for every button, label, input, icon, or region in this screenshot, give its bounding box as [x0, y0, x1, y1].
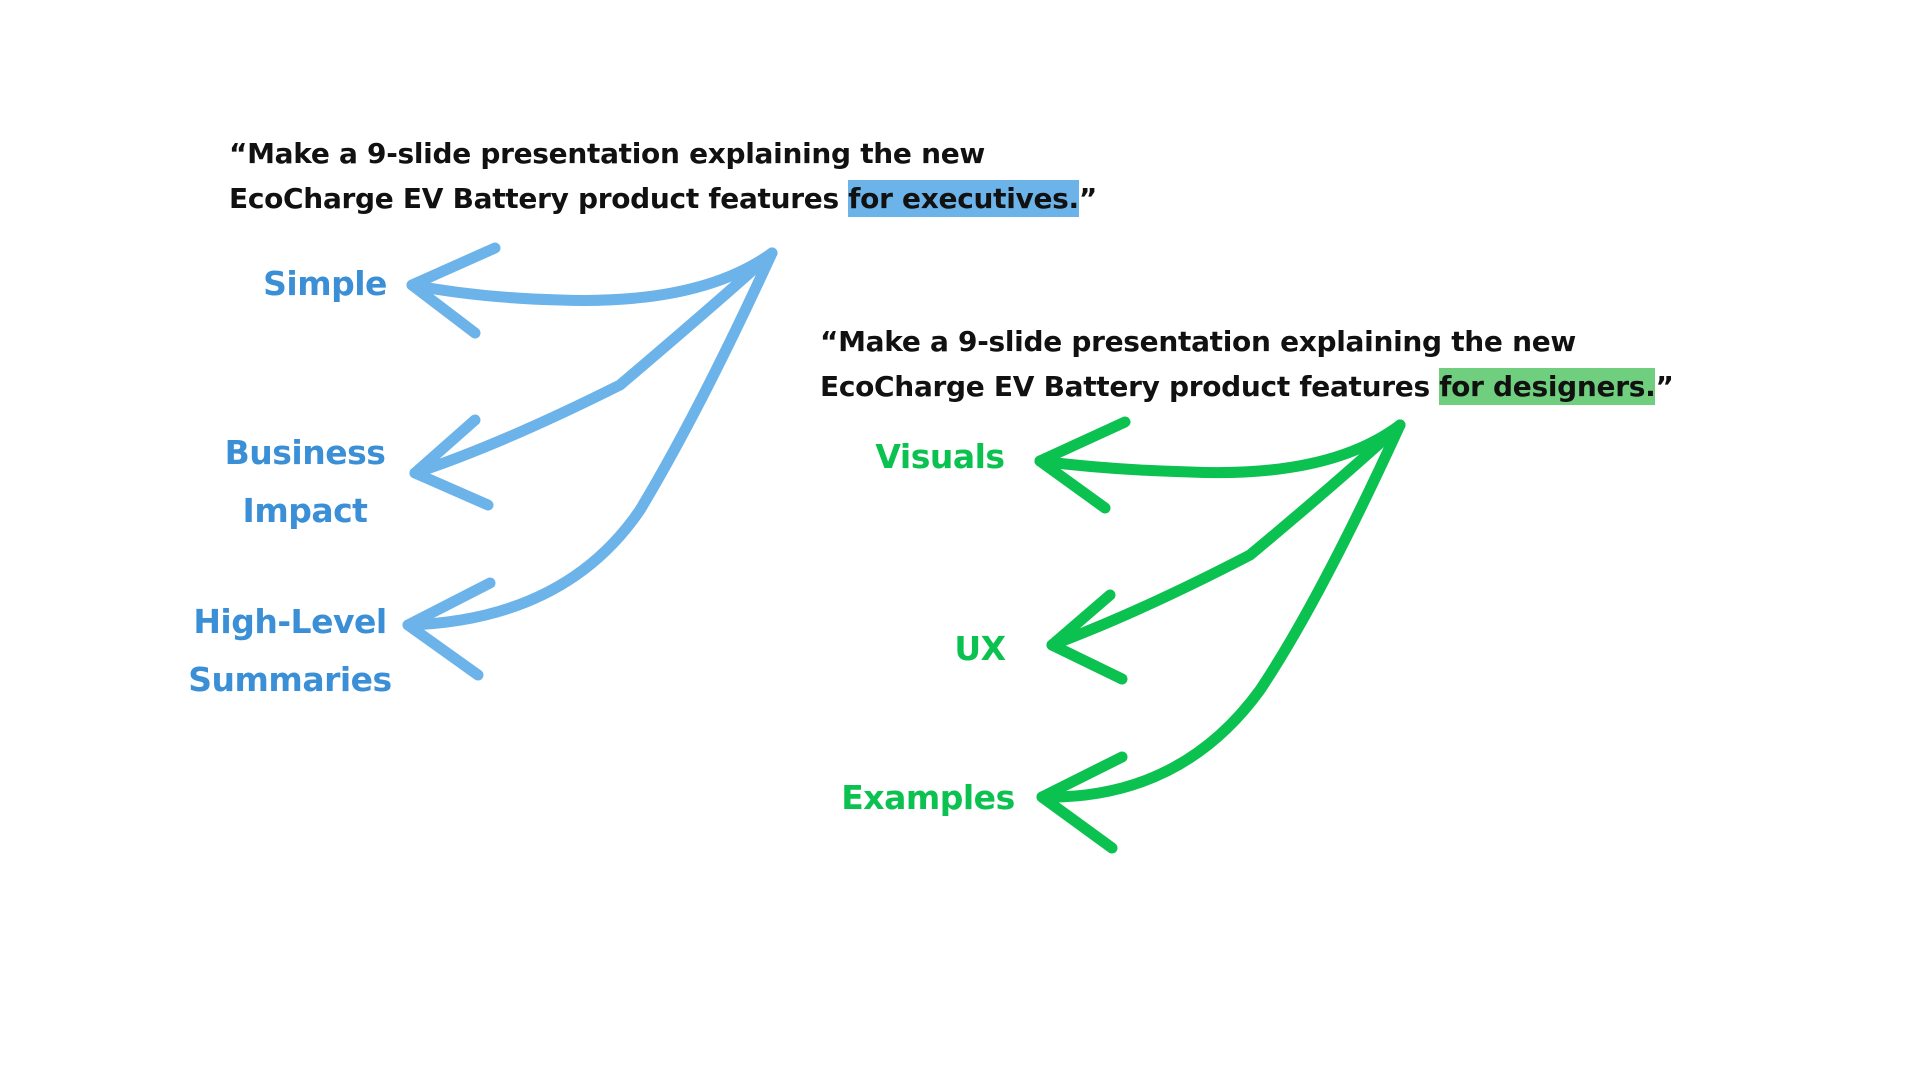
label-simple-text: Simple [263, 264, 387, 303]
arrow-to-visuals [1034, 419, 1406, 479]
label-business-impact: Business Impact [220, 424, 390, 540]
label-examples: Examples [838, 769, 1018, 827]
arrowhead-examples [1036, 751, 1128, 854]
arrow-to-ux [1046, 419, 1406, 651]
executives-prompt-line-1: “Make a 9-slide presentation explaining … [229, 137, 985, 170]
label-visuals-text: Visuals [875, 437, 1005, 476]
designers-prompt-close-quote: ” [1655, 370, 1674, 403]
label-examples-text: Examples [841, 778, 1015, 817]
label-business-impact-line-1: Business [224, 433, 386, 472]
designers-prompt-line-1: “Make a 9-slide presentation explaining … [820, 325, 1576, 358]
label-high-level-summaries-line-2: Summaries [188, 660, 392, 699]
designers-prompt-text: EcoCharge EV Battery product features [820, 370, 1440, 403]
arrowhead-visuals [1034, 416, 1131, 514]
designers-prompt-line-2: EcoCharge EV Battery product features fo… [820, 364, 1674, 409]
label-high-level-summaries: High-Level Summaries [180, 593, 400, 709]
designers-prompt: “Make a 9-slide presentation explaining … [820, 319, 1674, 409]
label-ux: UX [940, 620, 1020, 678]
label-business-impact-line-2: Impact [242, 491, 368, 530]
arrow-to-business-impact [409, 247, 778, 479]
executives-prompt-close-quote: ” [1078, 182, 1097, 215]
label-visuals: Visuals [870, 428, 1010, 486]
arrow-to-high-level-summaries [402, 247, 778, 631]
executives-prompt-text: EcoCharge EV Battery product features [229, 182, 849, 215]
arrow-to-examples [1036, 419, 1406, 803]
executives-audience-highlight: for executives. [848, 180, 1079, 217]
executives-arrows [402, 242, 778, 681]
arrowhead-business-impact [409, 414, 494, 511]
executives-prompt: “Make a 9-slide presentation explaining … [229, 131, 1097, 221]
designers-audience-highlight: for designers. [1439, 368, 1656, 405]
label-high-level-summaries-line-1: High-Level [193, 602, 387, 641]
executives-prompt-line-2: EcoCharge EV Battery product features fo… [229, 176, 1097, 221]
label-ux-text: UX [954, 629, 1006, 668]
arrowhead-simple [406, 242, 501, 339]
arrowhead-ux [1046, 589, 1128, 685]
arrowhead-high-level-summaries [402, 577, 496, 681]
label-simple: Simple [255, 255, 395, 313]
designers-arrows [1034, 416, 1406, 854]
arrow-to-simple [406, 247, 778, 306]
